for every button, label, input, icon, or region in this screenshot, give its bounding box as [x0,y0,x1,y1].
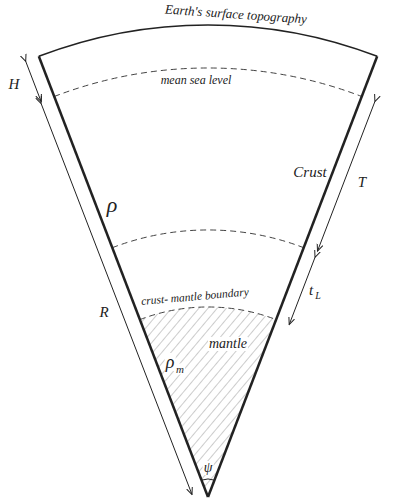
angle-arc [202,479,215,480]
angle-symbol: ψ [203,461,214,475]
subscript: L [314,291,322,301]
subscript: m [175,364,185,375]
wedge-edge [208,56,377,497]
mantle-hatch [140,307,276,497]
density-symbol: ρ [165,353,176,371]
crust-depth-arc [112,230,303,248]
density-symbol: ρ [106,194,119,216]
wedge-edge [39,56,208,497]
dimension-arrow [289,257,315,324]
dimension-label: H [8,77,21,92]
dimension-label: R [98,305,109,320]
region-label: Crust [292,165,327,180]
moho-arc [140,307,276,320]
sea-level-arc [54,68,362,97]
topography-arc [39,25,377,56]
region-label: mantle [208,337,248,351]
level-label: mean sea level [160,74,233,86]
dimension-label: T [357,175,367,190]
dimension-label: t [308,283,314,298]
dimension-arrow [26,61,41,101]
surface-label: Earth's surface topography [164,2,309,25]
boundary-label: crust- mantle boundary [140,286,251,307]
